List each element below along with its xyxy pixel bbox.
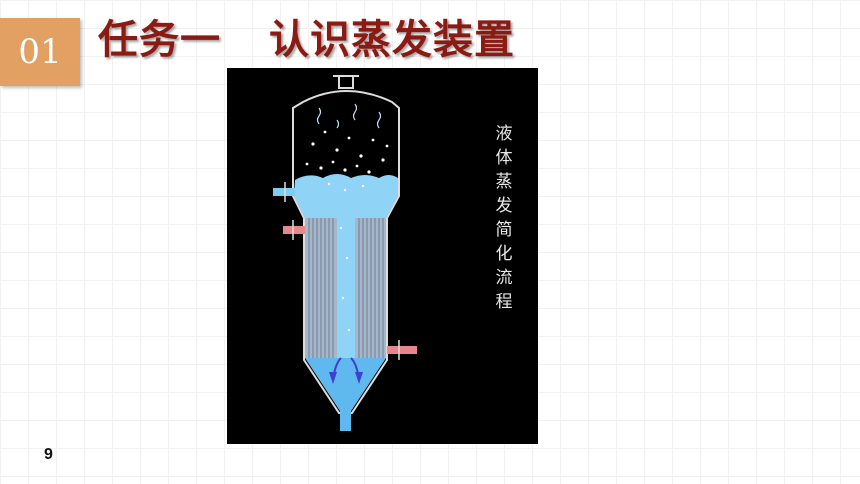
label-char: 程 [495,292,513,312]
label-char: 化 [495,244,513,264]
liquid-bottom-cone [305,358,386,411]
label-char: 体 [495,148,513,168]
tube-bundle-right [355,218,386,358]
diagram-vertical-label: 液 体 蒸 发 简 化 流 程 [489,122,519,314]
feed-inlet-pipe [273,182,295,202]
title-task: 任务一 [98,17,221,63]
section-number-badge: 01 [0,18,80,86]
label-char: 流 [495,268,513,288]
label-char: 简 [495,220,513,240]
title-topic: 认识蒸发装置 [269,17,515,63]
slide-title: 任务一 认识蒸发装置 [98,6,515,66]
vapor-wisps [316,103,382,129]
steam-inlet-pipe [283,220,305,240]
product-outlet [340,411,351,431]
label-char: 蒸 [495,172,513,192]
evaporator-drawing [273,75,417,431]
label-char: 液 [495,124,513,144]
tube-bundle-left [305,218,337,358]
vessel-outline [292,90,400,414]
liquid-separator [294,174,398,218]
page-number: 9 [44,446,53,463]
vapor-outlet-nozzle [338,75,354,89]
condensate-outlet-pipe [387,340,417,360]
evaporator-diagram: 液 体 蒸 发 简 化 流 程 [227,68,538,444]
label-char: 发 [495,196,513,216]
vapor-bubbles [305,130,389,332]
